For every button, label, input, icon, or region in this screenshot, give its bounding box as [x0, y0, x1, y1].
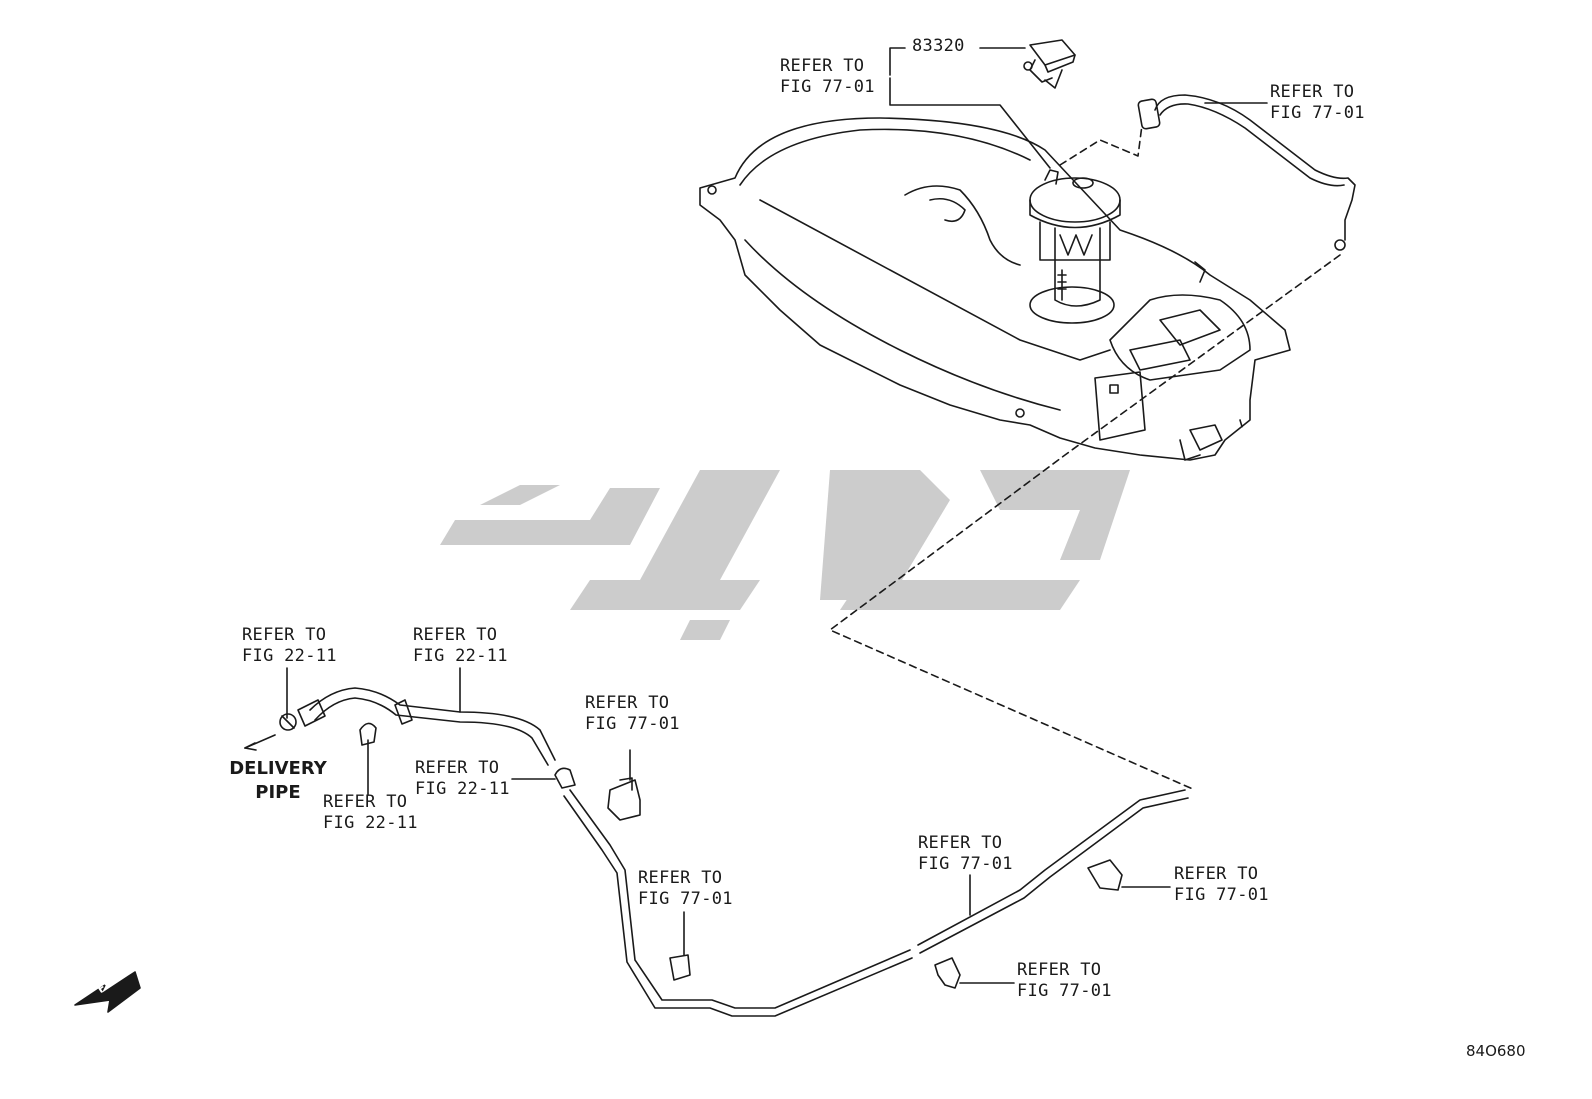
fwd-arrow-icon — [74, 971, 141, 1013]
callout-line-2: FIG 77-01 — [585, 714, 680, 734]
part-number-label: 83320 — [912, 36, 965, 56]
delivery-pipe-line-1: DELIVERY — [229, 758, 327, 779]
clip-bottom-left — [669, 954, 691, 981]
callout-line-1: REFER TO — [415, 758, 500, 778]
delivery-pipe-label: DELIVERY PIPE — [228, 757, 328, 805]
fuel-pump-module — [1029, 169, 1121, 324]
callout-line-2: FIG 77-01 — [1174, 885, 1269, 905]
callout-line-2: FIG 22-11 — [242, 646, 337, 666]
callout-line-1: REFER TO — [585, 693, 670, 713]
callout-line-1: REFER TO — [323, 792, 408, 812]
callout-line-2: FIG 77-01 — [780, 77, 875, 97]
callout-line-2: FIG 77-01 — [1017, 981, 1112, 1001]
callout-line-2: FIG 22-11 — [413, 646, 508, 666]
callout-line-1: REFER TO — [780, 56, 865, 76]
upper-evap-hose — [1137, 94, 1356, 251]
callout-line-2: FIG 22-11 — [323, 813, 418, 833]
clip-small — [359, 722, 377, 746]
part-83320-sensor — [1023, 39, 1076, 89]
callout-line-1: REFER TO — [242, 625, 327, 645]
watermark-logo — [440, 470, 1130, 640]
callout-line-2: FIG 77-01 — [918, 854, 1013, 874]
clip-left — [607, 777, 641, 821]
callout-line-2: FIG 77-01 — [638, 889, 733, 909]
callout-line-1: REFER TO — [1017, 960, 1102, 980]
connector-clip — [554, 767, 576, 789]
callout-line-1: REFER TO — [1174, 864, 1259, 884]
fuel-tank — [699, 117, 1291, 461]
callout-line-1: REFER TO — [638, 868, 723, 888]
fuel-line-main — [563, 789, 1189, 1017]
figure-id: 84O680 — [1466, 1042, 1526, 1060]
dashed-guides — [829, 124, 1341, 791]
callout-line-2: FIG 77-01 — [1270, 103, 1365, 123]
callout-line-2: FIG 22-11 — [415, 779, 510, 799]
delivery-arrow — [244, 734, 276, 751]
leader-lines — [286, 47, 1268, 984]
callout-line-1: REFER TO — [413, 625, 498, 645]
clip-bottom-mid — [934, 957, 961, 989]
fuel-hose-upper — [297, 687, 556, 766]
hose-clamp — [279, 713, 297, 731]
delivery-pipe-line-2: PIPE — [255, 782, 301, 803]
callout-line-1: REFER TO — [1270, 82, 1355, 102]
callout-line-1: REFER TO — [918, 833, 1003, 853]
clip-right — [1087, 859, 1123, 891]
